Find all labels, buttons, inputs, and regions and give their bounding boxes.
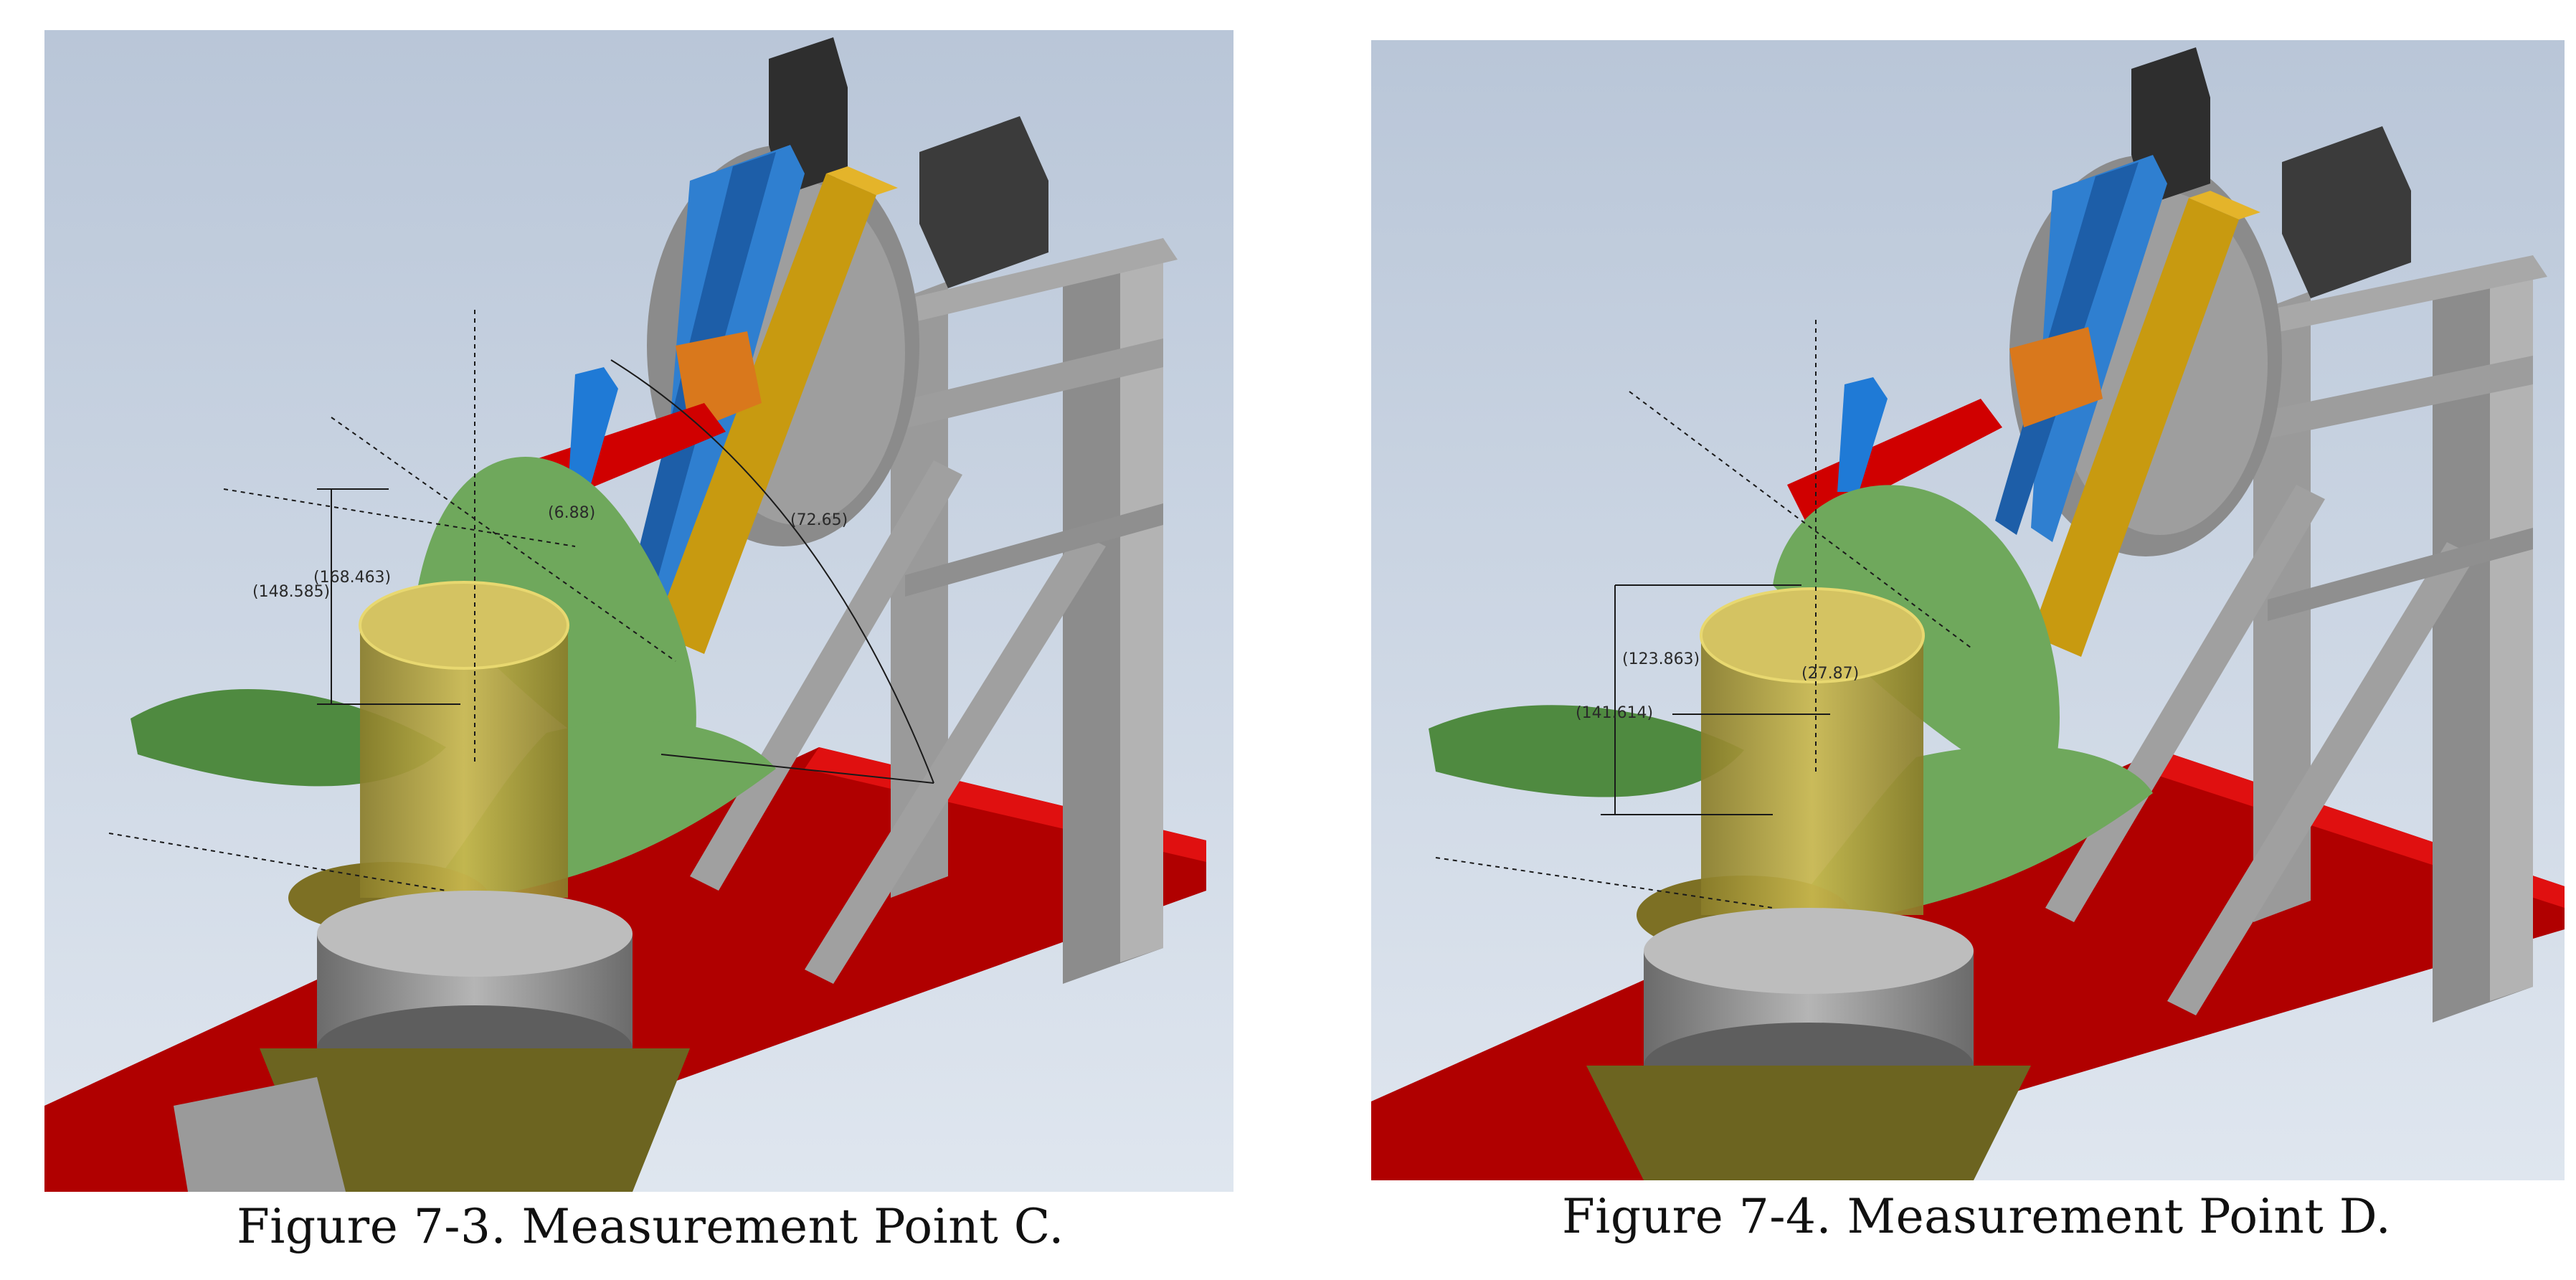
cad-render-point-d: (123.863) (27.87) (141.614)	[1371, 40, 2565, 1180]
stepper-motor-right	[919, 116, 1048, 288]
cad-render-svg: (148.585) (168.463) (6.88) (72.65)	[44, 30, 1233, 1192]
dimension-label: (141.614)	[1576, 704, 1653, 722]
dimension-label: (123.863)	[1622, 650, 1700, 668]
dimension-label: (6.88)	[548, 504, 595, 522]
vise-block	[174, 1077, 346, 1192]
dimension-label: (168.463)	[313, 569, 391, 587]
lathe-chuck-top	[317, 891, 633, 977]
hub-top	[359, 581, 569, 670]
gold-rail	[2031, 198, 2239, 657]
hub-top	[1700, 587, 1925, 683]
dimension-label: (148.585)	[252, 583, 330, 601]
cad-render-svg: (123.863) (27.87) (141.614)	[1371, 40, 2565, 1180]
dimension-lines	[1435, 320, 1974, 909]
gold-rail-top	[826, 166, 898, 195]
gold-rail	[654, 174, 876, 654]
cad-render-point-c: (148.585) (168.463) (6.88) (72.65)	[44, 30, 1233, 1192]
orange-bracket	[2009, 327, 2103, 427]
chuck-mount	[1586, 1066, 2031, 1180]
linear-actuator	[2031, 155, 2167, 542]
figure-caption: Figure 7-3. Measurement Point C.	[237, 1199, 1064, 1254]
dimension-label: (27.87)	[1801, 665, 1859, 683]
stepper-motor-right	[2282, 126, 2411, 298]
aluminum-frame	[690, 238, 1178, 984]
dimension-label: (72.65)	[790, 511, 848, 529]
chuck-mount	[260, 1048, 690, 1192]
probe-body	[1837, 377, 1888, 492]
gold-rail-top	[2189, 191, 2260, 219]
aluminum-frame	[2045, 255, 2547, 1023]
figure-caption: Figure 7-4. Measurement Point D.	[1562, 1189, 2392, 1244]
lathe-chuck-top	[1644, 908, 1974, 994]
propeller-hub	[360, 625, 568, 898]
dimension-lines	[108, 310, 934, 891]
probe-body	[568, 367, 618, 489]
